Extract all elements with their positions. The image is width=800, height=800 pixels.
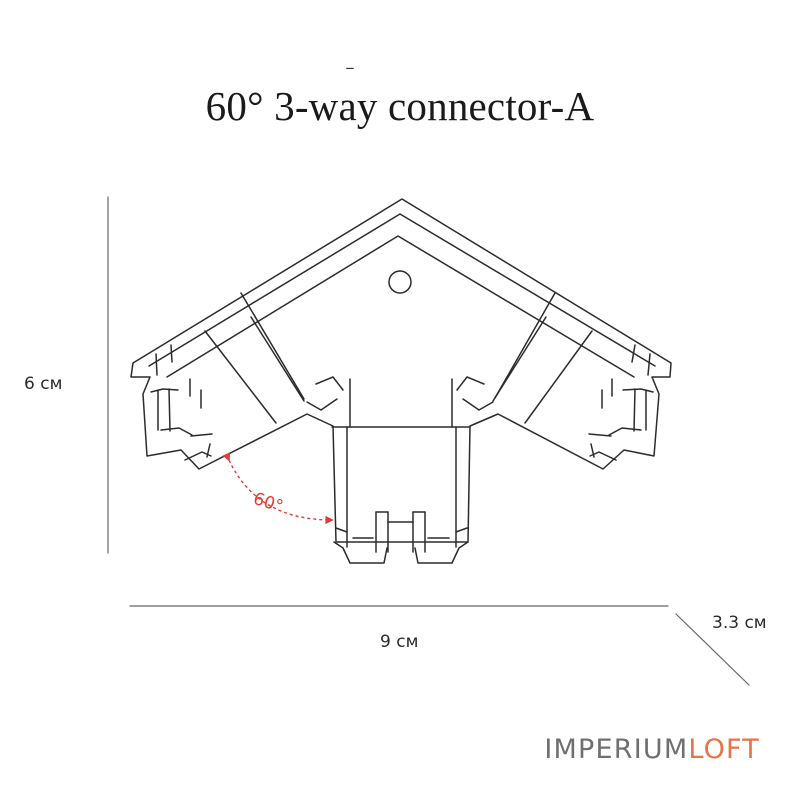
dimension-lines — [107, 196, 750, 686]
width-dimension-label: 9 см — [380, 632, 419, 652]
angle-annotation — [222, 452, 334, 525]
connector-bottom-arm — [331, 378, 471, 564]
depth-dimension-line — [675, 613, 750, 686]
height-dimension-label: 6 см — [24, 374, 63, 394]
brand-part-1: IMPERIUM — [544, 734, 689, 765]
title-accent-mark: – — [345, 57, 355, 78]
connector-left-arm — [150, 292, 344, 461]
mounting-hole-icon — [388, 270, 412, 294]
brand-logo: IMPERIUMLOFT — [544, 733, 760, 767]
connector-right-arm — [456, 292, 654, 461]
depth-dimension-label: 3.3 см — [712, 613, 767, 633]
connector-outline — [130, 198, 672, 564]
brand-part-2: LOFT — [688, 734, 760, 765]
page-title: 60° 3-way connector-A — [205, 83, 595, 129]
